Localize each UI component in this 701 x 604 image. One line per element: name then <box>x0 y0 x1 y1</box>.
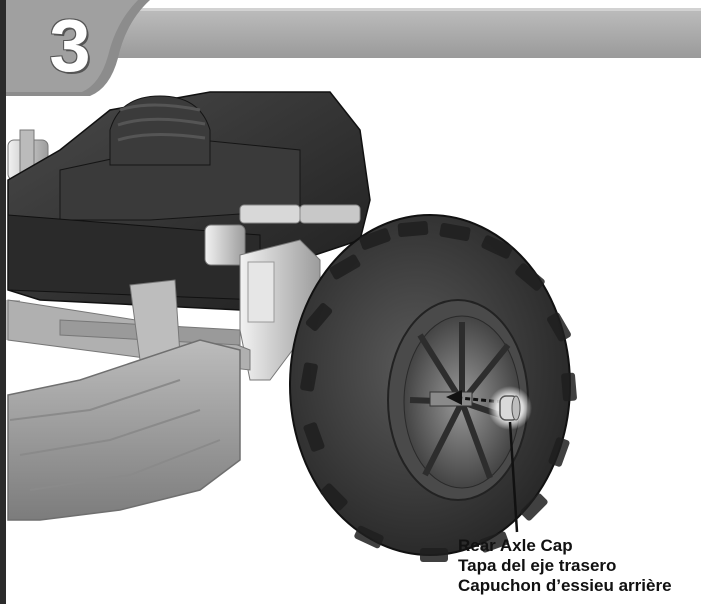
callout-label-spanish: Tapa del eje trasero <box>458 556 617 575</box>
callout-label-french: Capuchon d’essieu arrière <box>458 576 672 595</box>
part-callout: Rear Axle Cap Tapa del eje trasero Capuc… <box>458 536 698 596</box>
rear-tire <box>289 214 577 562</box>
bumper <box>7 279 241 521</box>
callout-label-english: Rear Axle Cap <box>458 536 573 555</box>
step-badge <box>0 0 150 96</box>
shock-springs <box>204 204 361 266</box>
callout-leader <box>508 421 519 533</box>
step-number: 3 <box>49 4 91 87</box>
rear-axle-cap <box>488 386 532 430</box>
suspension-bracket <box>239 239 321 381</box>
insertion-arrow <box>446 390 503 405</box>
page-edge-rule <box>0 0 6 604</box>
